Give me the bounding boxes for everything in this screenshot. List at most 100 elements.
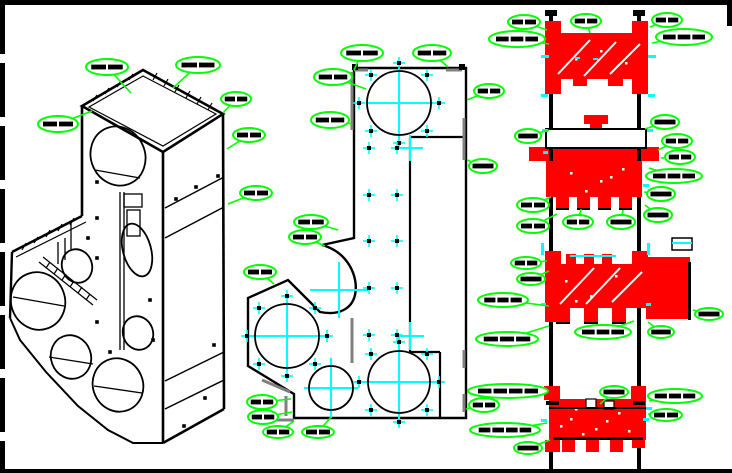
part-edge xyxy=(15,221,87,258)
label-text-smudge xyxy=(472,402,483,408)
annotation-balloon xyxy=(246,394,278,410)
bolt-hole-dot xyxy=(367,239,371,243)
label-text-smudge xyxy=(668,17,679,23)
hatch-block xyxy=(545,264,646,308)
rivet-dot xyxy=(95,180,99,184)
hatch-block xyxy=(573,79,587,86)
label-text-smudge xyxy=(525,36,538,42)
cyan-tick xyxy=(541,419,547,422)
label-text-smudge xyxy=(683,393,696,399)
label-text-smudge xyxy=(650,191,672,197)
hatch-block xyxy=(584,308,598,322)
bolt-hole-dot xyxy=(257,306,261,310)
edge-hatch-tick xyxy=(33,236,39,244)
section-edge-mark xyxy=(633,10,645,16)
label-text-smudge xyxy=(264,414,275,420)
label-text-smudge xyxy=(257,190,268,196)
section-edge-mark xyxy=(598,208,611,210)
annotation-balloon xyxy=(510,256,542,270)
label-text-smudge xyxy=(248,269,259,275)
edge-hatch-tick xyxy=(92,94,98,102)
hatch-block xyxy=(632,21,648,34)
bolt-hole-dot xyxy=(369,352,373,356)
bolt-hole-dot xyxy=(425,129,429,133)
section-edge-mark xyxy=(619,208,632,210)
hatch-block xyxy=(586,440,599,452)
annotation-balloon xyxy=(288,229,322,245)
hatch-speckle xyxy=(575,300,578,303)
label-text-smudge xyxy=(477,88,488,94)
label-text-smudge xyxy=(651,329,671,335)
part-edge xyxy=(164,379,225,410)
hatch-speckle xyxy=(618,412,621,415)
label-text-smudge xyxy=(433,50,447,56)
hatch-block xyxy=(545,33,648,79)
hatch-block xyxy=(546,161,642,197)
bolt-hole-dot xyxy=(397,141,401,145)
bolt-hole-dot xyxy=(357,101,361,105)
edge-hatch-tick xyxy=(85,293,91,301)
hole-circle xyxy=(366,70,432,136)
cyan-tick xyxy=(643,418,649,421)
cyan-tick xyxy=(647,129,653,132)
edge-hatch-tick xyxy=(77,286,83,294)
annotation-balloon xyxy=(507,14,541,30)
label-text-smudge xyxy=(417,50,431,56)
hatch-speckle xyxy=(615,275,618,278)
rivet-dot xyxy=(203,396,207,400)
bolt-hole-dot xyxy=(285,294,289,298)
part-edge xyxy=(221,113,226,410)
label-text-smudge xyxy=(319,429,330,435)
bolt-hole-dot xyxy=(285,374,289,378)
label-text-smudge xyxy=(610,219,632,225)
cyan-tick xyxy=(647,243,650,255)
annotation-balloon xyxy=(37,115,79,133)
annotation-balloon xyxy=(175,56,221,74)
label-text-smudge xyxy=(331,117,345,123)
hatch-block xyxy=(610,440,623,452)
hatch-block xyxy=(612,308,626,322)
label-text-smudge xyxy=(603,389,625,395)
label-text-smudge xyxy=(587,18,598,24)
isometric-view xyxy=(8,68,226,445)
annotation-balloon xyxy=(313,68,353,86)
rail-line xyxy=(637,10,641,472)
label-text-smudge xyxy=(250,132,261,138)
label-text-smudge xyxy=(582,329,595,335)
bolt-hole-dot xyxy=(437,101,441,105)
label-text-smudge xyxy=(263,399,274,405)
hole-ellipse xyxy=(49,334,93,380)
part-edge xyxy=(38,261,94,306)
hatch-speckle xyxy=(600,180,603,183)
label-text-smudge xyxy=(524,388,538,394)
label-text-smudge xyxy=(668,154,679,160)
part-edge xyxy=(87,75,218,147)
border-top xyxy=(0,0,732,5)
section-view xyxy=(529,10,693,472)
hole-ellipse xyxy=(60,248,94,284)
label-text-smudge xyxy=(251,414,262,420)
section-edge-mark xyxy=(577,208,590,210)
label-text-smudge xyxy=(682,173,695,179)
annotation-balloon xyxy=(239,185,273,201)
edge-hatch-tick xyxy=(174,84,180,93)
hatch-block xyxy=(545,308,561,322)
hatch-block xyxy=(545,21,561,34)
edge-hatch-tick xyxy=(53,267,59,275)
edge-hatch-tick xyxy=(196,96,202,105)
label-text-smudge xyxy=(534,223,545,229)
part-edge xyxy=(164,176,225,209)
bolt-hole-dot xyxy=(397,340,401,344)
annotation-balloon xyxy=(243,264,277,280)
hatch-gap-line xyxy=(611,271,643,303)
label-text-smudge xyxy=(596,329,610,335)
hole-circle xyxy=(254,303,320,369)
cyan-tick xyxy=(541,94,548,97)
hatch-speckle xyxy=(582,433,585,436)
annotation-balloon xyxy=(247,409,279,425)
label-text-smudge xyxy=(306,429,317,435)
label-text-smudge xyxy=(506,427,518,433)
hatch-speckle xyxy=(570,418,573,421)
cyan-tick xyxy=(648,55,656,58)
